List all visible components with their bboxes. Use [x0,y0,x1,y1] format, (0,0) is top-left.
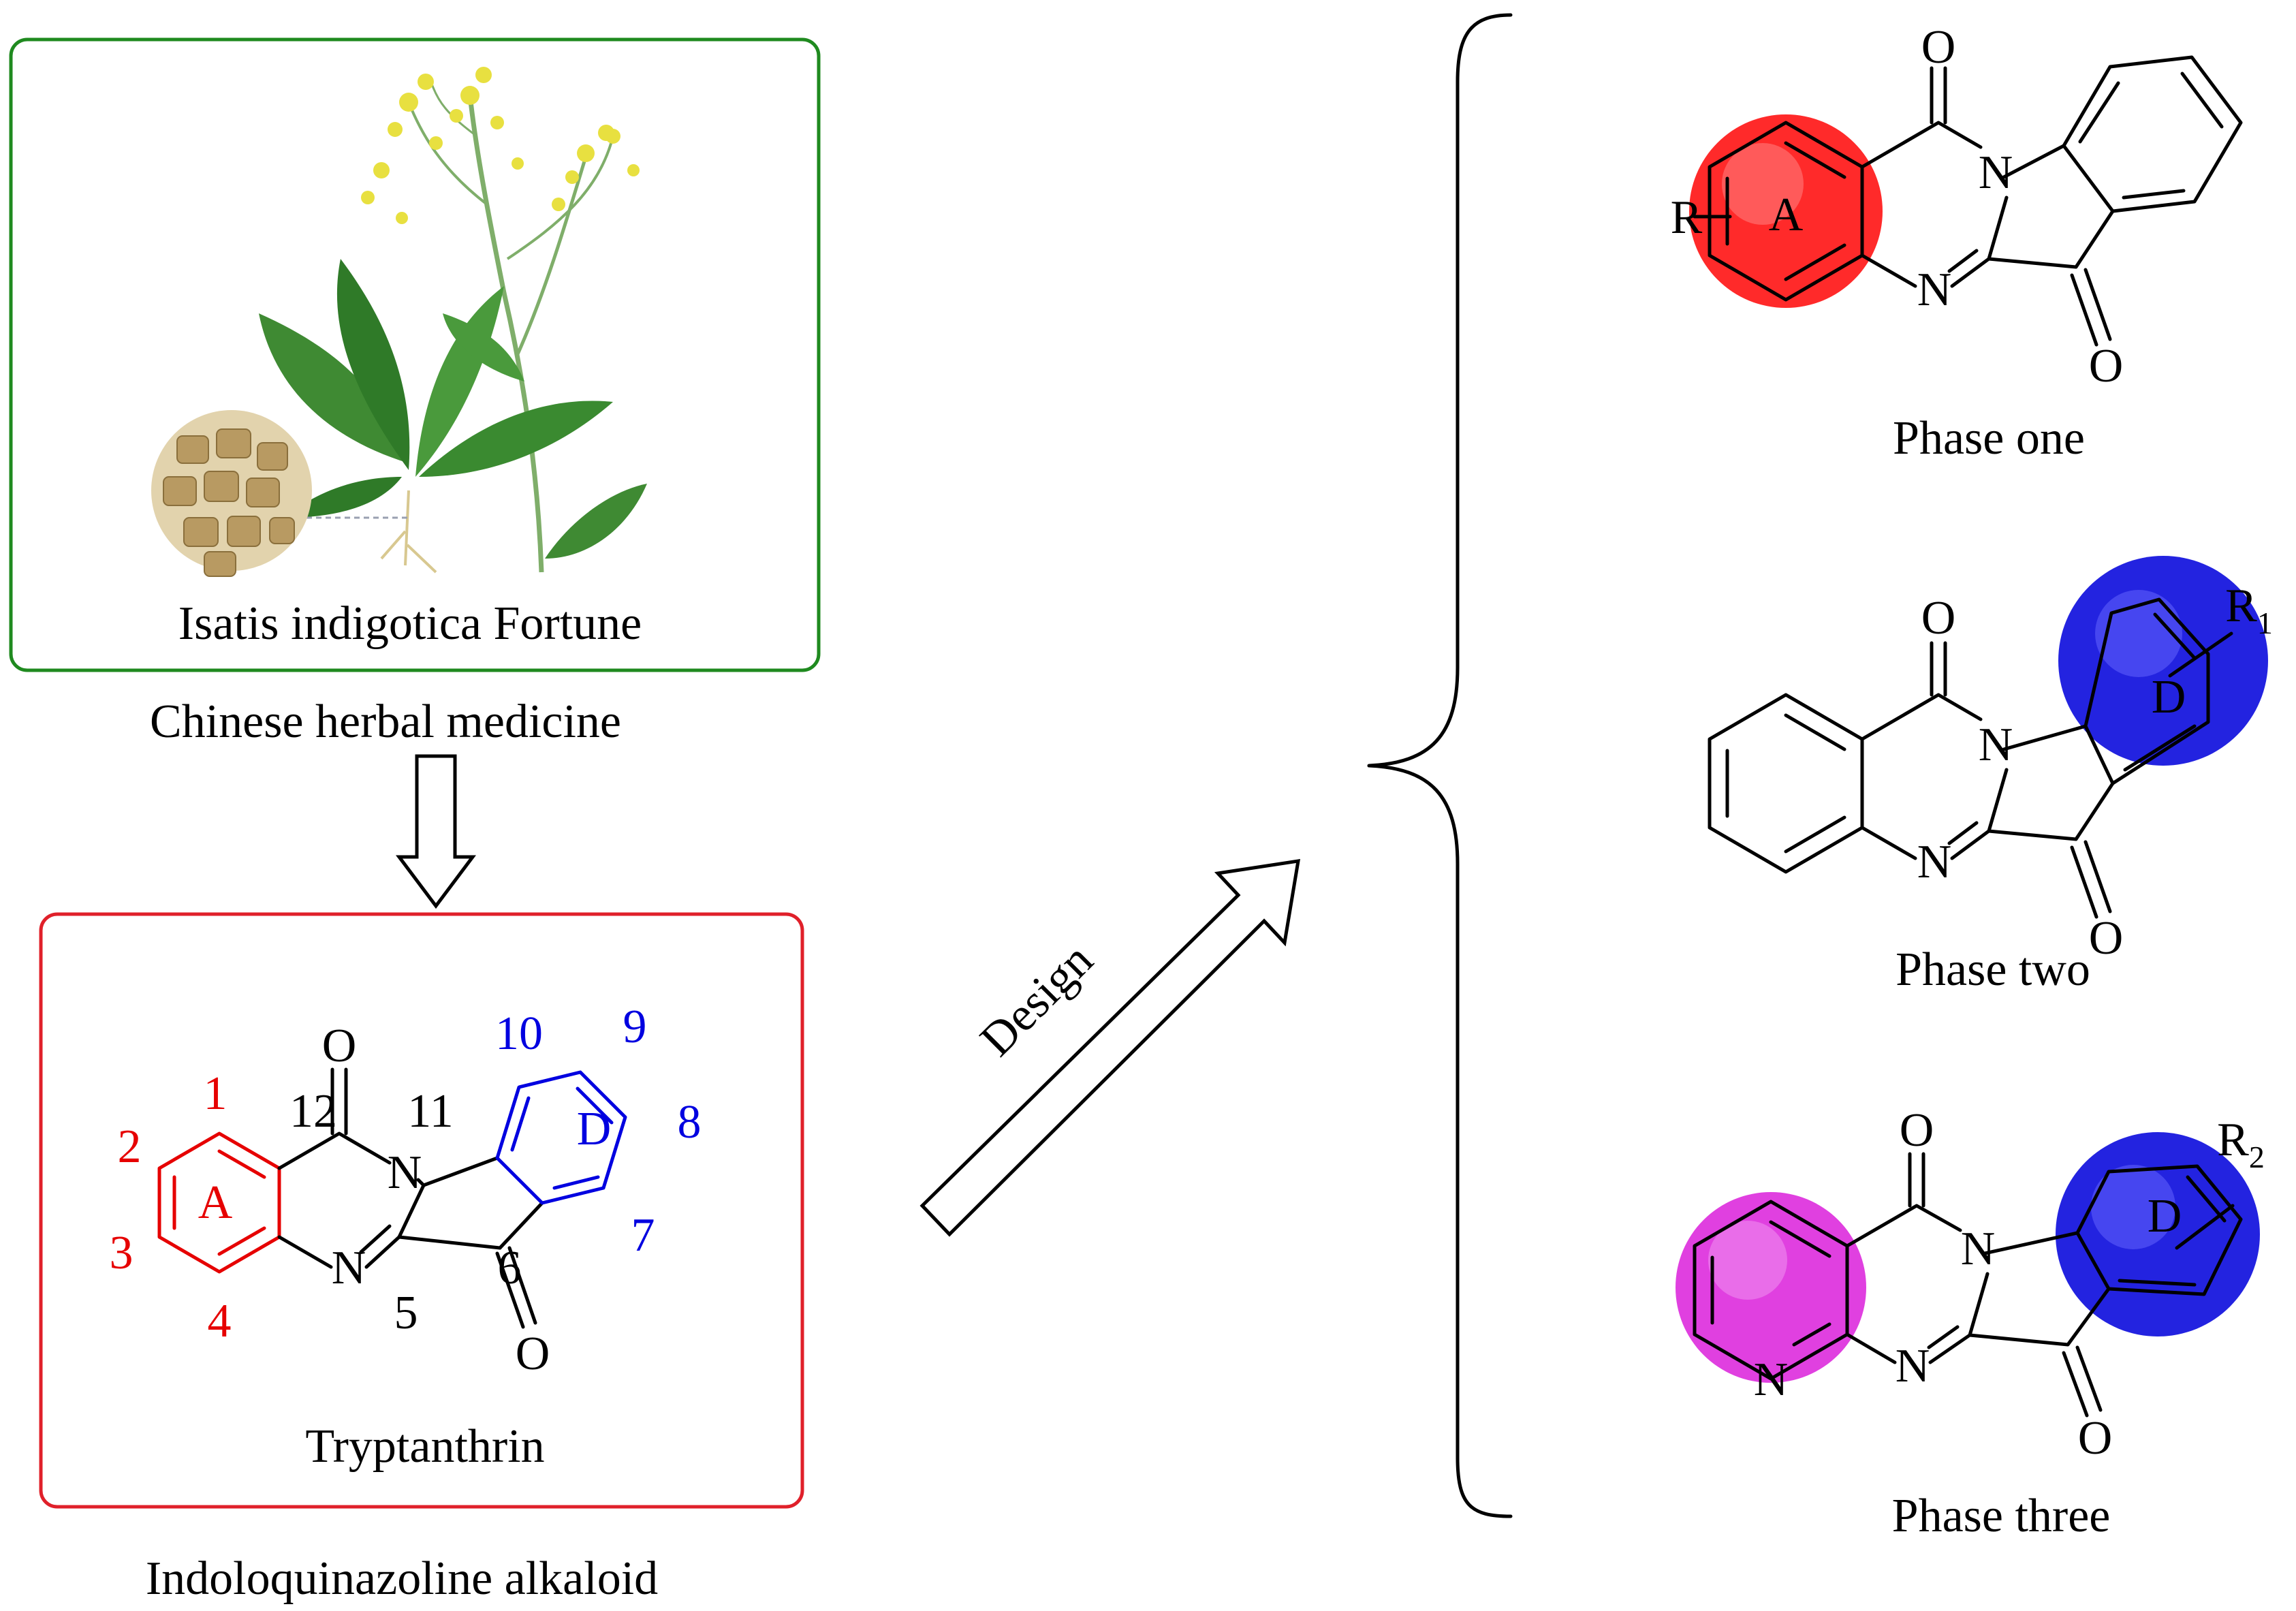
position-7: 7 [631,1209,655,1262]
o-bottom-atom: O [516,1328,550,1380]
n-bridge-atom: N [388,1146,422,1199]
substituent-r1: R1 [2225,580,2273,640]
ring-label: D [2148,1190,2182,1242]
r-symbol: R [2225,580,2257,632]
o-bottom-atom: O [2089,912,2124,965]
substituent-r2: R2 [2217,1114,2265,1174]
position-10: 10 [495,1007,543,1060]
n-imine-atom: N [1917,264,1952,316]
curly-brace [1367,13,1513,1518]
ring-label: A [1769,189,1804,241]
substituent-r: R [1671,191,1703,244]
o-bottom-atom: O [2078,1412,2113,1465]
n-bridge-atom: N [1961,1223,1996,1275]
herbal-medicine-label: Chinese herbal medicine [150,695,621,748]
phase-two: R1 D O N N O Phase two [1708,556,2273,996]
compound-name: Tryptanthrin [305,1420,544,1473]
ring-d [495,1070,627,1205]
r-subscript: 1 [2257,606,2273,640]
n-imine-atom: N [1917,836,1952,888]
o-top-atom: O [322,1020,357,1072]
position-12: 12 [289,1085,337,1138]
o-top-atom: O [1921,21,1956,74]
position-4: 4 [208,1295,232,1347]
n-imine-atom: N [332,1242,366,1294]
ring-a-label: A [198,1176,233,1229]
phase-one: R A O N N O Phase one [1671,21,2243,465]
n-bridge-atom: N [1979,719,2013,771]
ring-label: D [2152,671,2186,723]
alkaloid-panel: O N N O A D 1 2 3 4 5 6 7 8 9 10 11 12 T… [39,912,804,1509]
n-imine-atom: N [1896,1340,1930,1392]
o-bottom-atom: O [2089,340,2124,392]
plant-caption: Isatis indigotica Fortune [178,597,642,650]
down-arrow [396,754,476,909]
r-subscript: 2 [2249,1140,2265,1174]
position-2: 2 [118,1121,142,1173]
position-9: 9 [623,1001,647,1053]
position-3: 3 [110,1227,133,1279]
n-pyridine-atom: N [1754,1354,1789,1406]
phase-caption: Phase one [1893,412,2085,465]
position-6: 6 [498,1242,522,1294]
phase-caption: Phase two [1896,943,2090,996]
ring-d-label: D [577,1103,612,1155]
position-5: 5 [394,1287,418,1339]
plant-panel: Isatis indigotica Fortune [9,37,821,672]
position-8: 8 [678,1096,702,1148]
design-arrow: Design [919,859,1301,1237]
alkaloid-class-label: Indoloquinazoline alkaloid [146,1552,658,1605]
isatis-plant-illustration [151,67,647,577]
n-bridge-atom: N [1979,146,2013,199]
phase-three: R2 D N O N N O Phase three [1676,1104,2265,1542]
o-top-atom: O [1921,592,1956,644]
position-11: 11 [407,1085,453,1138]
r-symbol: R [2217,1114,2249,1166]
o-top-atom: O [1900,1104,1934,1157]
phase-caption: Phase three [1892,1490,2111,1542]
tryptanthrin-structure: O N N O A D 1 2 3 4 5 6 7 8 9 10 11 12 [110,1001,702,1380]
position-1: 1 [204,1067,227,1120]
